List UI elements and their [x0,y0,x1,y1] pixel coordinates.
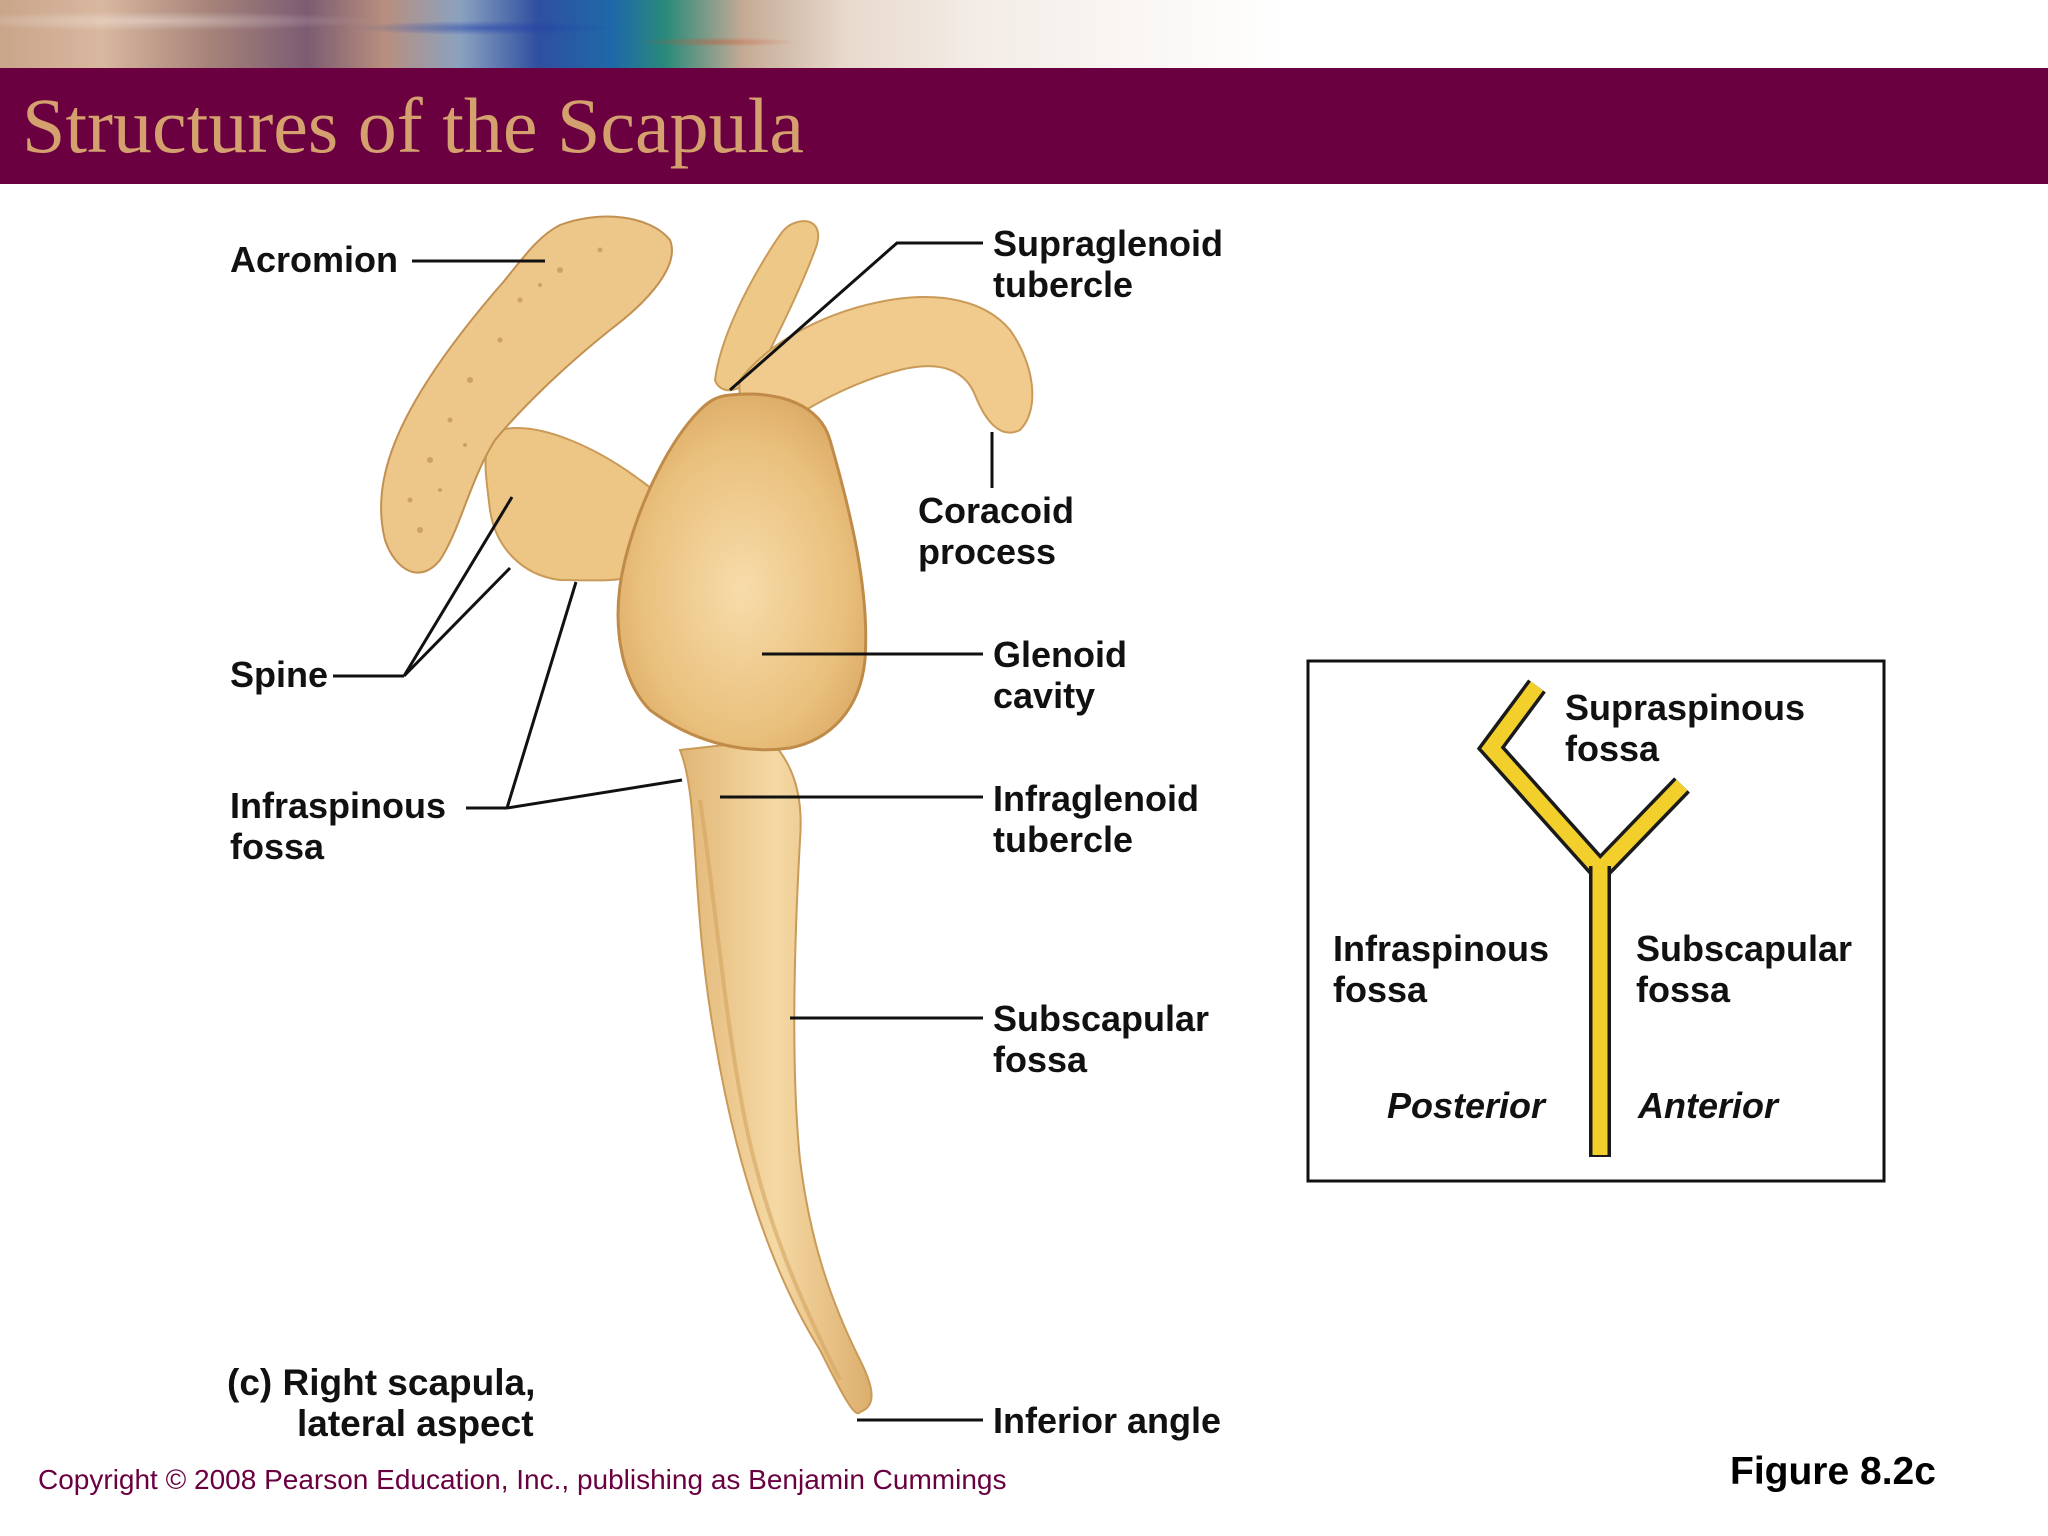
scapula-body [678,738,873,1415]
label-infraglenoid-line2: tubercle [993,819,1133,860]
scapula-illustration [380,215,1034,1415]
acromion-shape [380,215,673,574]
copyright-notice: Copyright © 2008 Pearson Education, Inc.… [38,1464,1007,1495]
superior-border [713,220,820,392]
label-coracoid-line2: process [918,531,1056,572]
label-spine: Spine [230,654,328,695]
inset-y-shape [1476,679,1690,1157]
inset-label-infraspinous-line2: fossa [1333,969,1428,1010]
inset-label-supraspinous-line1: Supraspinous [1565,687,1805,728]
header-banner-image [0,0,1280,70]
inset-label-infraspinous-line1: Infraspinous [1333,928,1549,969]
inset-label-subscapular-line1: Subscapular [1636,928,1852,969]
label-inferior-angle: Inferior angle [993,1400,1221,1441]
inset-diagram: Supraspinous fossa Infraspinous fossa Su… [1306,659,1886,1183]
inset-label-anterior: Anterior [1637,1085,1780,1126]
label-subscapular-line1: Subscapular [993,998,1209,1039]
title-bar: Structures of the Scapula [0,68,2048,184]
label-acromion: Acromion [230,239,398,280]
label-glenoid-line2: cavity [993,675,1095,716]
label-infraspinous-line2: fossa [230,826,325,867]
glenoid-shape [616,392,868,752]
label-infraspinous-line1: Infraspinous [230,785,446,826]
label-supraglenoid-line1: Supraglenoid [993,223,1223,264]
inset-label-posterior: Posterior [1387,1085,1547,1126]
inset-label-supraspinous-line2: fossa [1565,728,1660,769]
label-coracoid-line1: Coracoid [918,490,1074,531]
figure-caption-line1: (c) Right scapula, [227,1362,535,1403]
leader-lines [333,241,994,1422]
label-subscapular-line2: fossa [993,1039,1088,1080]
figure-caption-line2: lateral aspect [297,1403,534,1444]
inset-label-subscapular-line2: fossa [1636,969,1731,1010]
label-supraglenoid-line2: tubercle [993,264,1133,305]
figure-number: Figure 8.2c [1730,1450,1936,1493]
slide-title: Structures of the Scapula [22,82,804,169]
label-infraglenoid-line1: Infraglenoid [993,778,1199,819]
label-glenoid-line1: Glenoid [993,634,1127,675]
